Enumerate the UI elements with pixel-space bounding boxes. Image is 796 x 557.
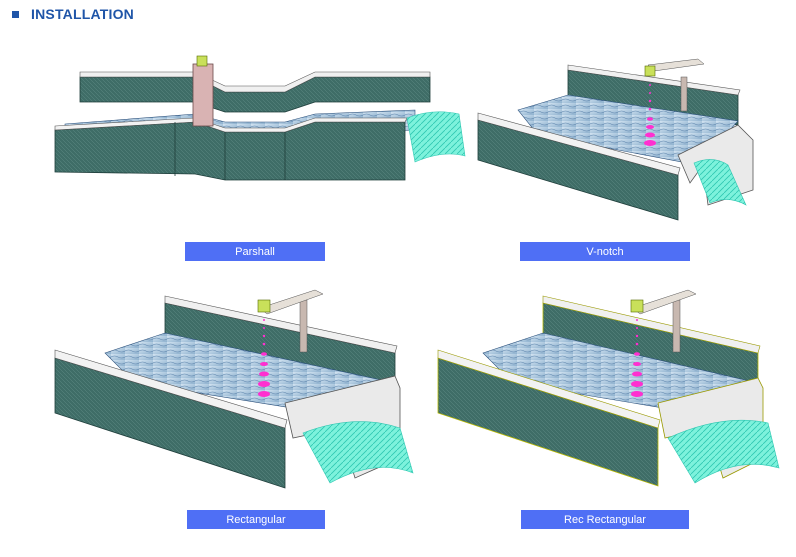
section-title: INSTALLATION — [31, 6, 134, 22]
square-bullet-icon — [12, 10, 19, 18]
parshall-flume-illustration — [54, 52, 466, 192]
rectangular-weir-illustration — [54, 288, 415, 493]
figure-label-parshall: Parshall — [185, 242, 325, 261]
figure-label-v-notch: V-notch — [520, 242, 690, 261]
figure-label-rectangular: Rectangular — [187, 510, 325, 529]
v-notch-weir-illustration — [477, 55, 768, 221]
section-header: INSTALLATION — [12, 4, 134, 24]
rec-rectangular-weir-illustration — [433, 288, 783, 493]
figure-label-rec-rectangular: Rec Rectangular — [521, 510, 689, 529]
